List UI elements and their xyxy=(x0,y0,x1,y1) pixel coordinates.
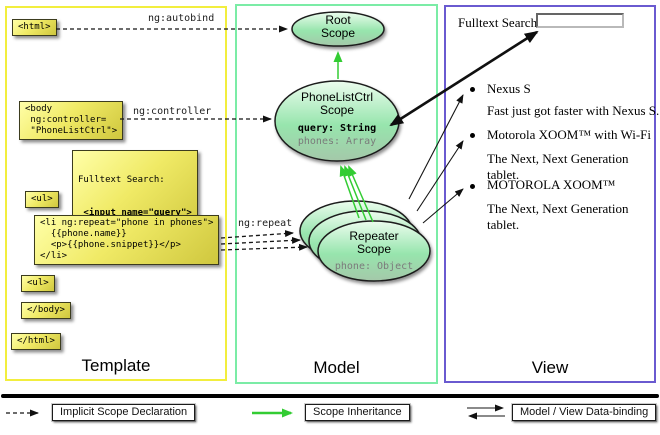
ng-controller-label: ng:controller xyxy=(133,106,212,117)
query-prop: query: String xyxy=(297,123,377,134)
legend-double-arrow xyxy=(467,404,505,420)
search-input[interactable] xyxy=(536,13,624,28)
view-item-desc: The Next, Next Generation tablet. xyxy=(487,201,629,232)
view-search-label: Fulltext Search: xyxy=(458,15,541,30)
bullet-icon xyxy=(470,87,475,92)
legend-inheritance-label: Scope Inheritance xyxy=(305,404,410,421)
view-item-desc: The Next, Next Generation tablet. xyxy=(487,151,629,182)
code-html-close: </html> xyxy=(11,333,61,350)
ng-autobind-label: ng:autobind xyxy=(148,13,215,24)
phone-prop: phone: Object xyxy=(334,261,414,272)
view-column xyxy=(444,5,656,383)
root-scope-label: Root Scope xyxy=(320,13,356,40)
code-ul-open: <ul> xyxy=(25,191,59,208)
view-label: View xyxy=(531,358,569,377)
view-item-title: Nexus S xyxy=(487,81,531,96)
view-item-title: Motorola XOOM™ with Wi-Fi xyxy=(487,127,652,142)
bullet-icon xyxy=(470,184,475,189)
template-label: Template xyxy=(81,356,151,375)
code-body-close: </body> xyxy=(21,302,71,319)
code-ul-close: <ul> xyxy=(21,275,55,292)
model-label: Model xyxy=(313,358,360,377)
bullet-icon xyxy=(470,133,475,138)
legend-divider xyxy=(1,394,659,398)
code-fulltext-input: <input name="query"> xyxy=(78,208,192,218)
model-column xyxy=(235,4,438,384)
code-fulltext-label: Fulltext Search: xyxy=(78,175,165,185)
legend-binding-label: Model / View Data-binding xyxy=(512,404,657,421)
legend-implicit-label: Implicit Scope Declaration xyxy=(52,404,196,421)
ng-repeat-label: ng:repeat xyxy=(238,218,293,229)
code-html-open: <html> xyxy=(12,19,57,36)
view-item-title: MOTOROLA XOOM™ xyxy=(487,177,616,192)
code-li-repeat: <li ng:repeat="phone in phones"> {{phone… xyxy=(34,215,220,265)
view-item-desc: Fast just got faster with Nexus S. xyxy=(487,103,660,118)
phones-prop: phones: Array xyxy=(297,136,377,147)
repeater-scope-label: Repeater Scope phone: Object xyxy=(318,230,430,273)
code-body-open: <body ng:controller= "PhoneListCtrl"> xyxy=(19,101,124,140)
phonelistctrl-scope-label: PhoneListCtrl Scope query: String phones… xyxy=(275,91,399,148)
